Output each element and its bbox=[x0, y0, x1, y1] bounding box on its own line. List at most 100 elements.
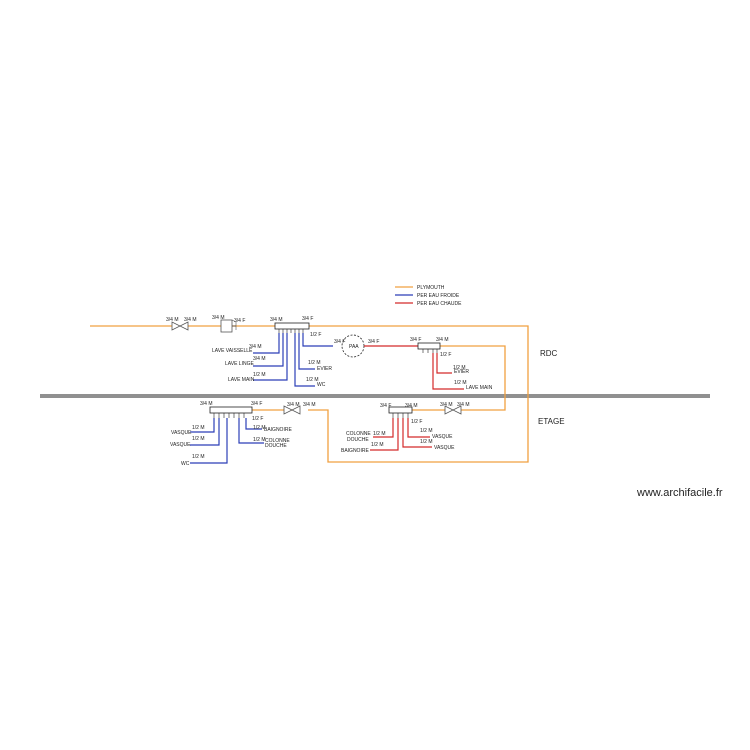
outlet-size: 1/2 M bbox=[192, 436, 205, 442]
size-label: 3/4 M bbox=[200, 401, 213, 407]
outlet-size: 1/2 M bbox=[192, 425, 205, 431]
size-label: 3/4 M bbox=[287, 402, 300, 408]
size-label: 1/2 F bbox=[440, 352, 451, 358]
outlet-size: 1/2 M bbox=[192, 454, 205, 460]
valve-icon bbox=[291, 405, 301, 415]
pipe-baignoire-hot bbox=[370, 418, 399, 451]
outlet-size: 1/2 M bbox=[306, 377, 319, 383]
plymouth-main-loop bbox=[308, 325, 529, 463]
outlet-name: VASQUE bbox=[171, 430, 192, 436]
manifold-body bbox=[388, 406, 413, 414]
outlet-name: WC bbox=[181, 461, 190, 467]
outlet-name: LAVE MAIN bbox=[228, 377, 255, 383]
size-label: 3/4 F bbox=[410, 337, 421, 343]
outlet-name: BAIGNOIRE bbox=[341, 448, 369, 454]
etage-hot-valve: 3/4 M 3/4 M bbox=[440, 402, 470, 415]
size-label: 1/2 F bbox=[252, 416, 263, 422]
pipe-wc-etage bbox=[190, 418, 228, 464]
outlet-name: DOUCHE bbox=[265, 443, 287, 449]
outlet-size: 1/2 M bbox=[420, 439, 433, 445]
outlet-name: COLONNE bbox=[265, 438, 290, 444]
pipe-vasque-1 bbox=[190, 418, 215, 433]
outlet-name: VASQUE bbox=[432, 434, 453, 440]
outlet-size: 1/2 M bbox=[253, 437, 266, 443]
manifold-body bbox=[209, 406, 253, 414]
outlet-size: 1/2 M bbox=[454, 380, 467, 386]
level-label-rdc: RDC bbox=[540, 349, 558, 358]
manifold-body bbox=[274, 322, 310, 330]
size-label: 3/4 M bbox=[436, 337, 449, 343]
pipe-to-heater bbox=[302, 333, 333, 347]
outlet-name: LAVE VAISSELLE bbox=[212, 348, 253, 354]
pipe-colonne-douche-hot bbox=[373, 418, 394, 438]
valve-icon bbox=[444, 405, 454, 415]
manifold-ports bbox=[213, 413, 245, 418]
legend-label-per-froide: PER EAU FROIDE bbox=[417, 293, 460, 299]
outlet-size: 1/2 M bbox=[253, 425, 266, 431]
outlet-size: 1/2 M bbox=[371, 442, 384, 448]
water-heater-label: PAA bbox=[349, 344, 359, 350]
outlet-size: 1/2 M bbox=[308, 360, 321, 366]
rdc-cold-manifold: 3/4 M 3/4 F 1/2 F bbox=[270, 316, 321, 338]
size-label: 3/4 M bbox=[405, 403, 418, 409]
size-label: 3/4 M bbox=[184, 317, 197, 323]
reducer-outline bbox=[231, 319, 237, 330]
size-label: 3/4 F bbox=[234, 318, 245, 324]
pipe-lave-vaisselle bbox=[253, 333, 280, 354]
outlet-size: 3/4 M bbox=[253, 356, 266, 362]
rdc-inlet-valve: 3/4 M 3/4 M bbox=[166, 317, 197, 331]
size-label: 1/2 F bbox=[310, 332, 321, 338]
manifold-ports bbox=[422, 349, 438, 353]
rdc-hot-manifold: 3/4 F 3/4 M 1/2 F bbox=[410, 337, 451, 358]
pipe-baignoire bbox=[245, 418, 262, 430]
size-label: 3/4 F bbox=[334, 339, 345, 345]
plymouth-pipes bbox=[90, 325, 529, 463]
outlet-name: EVIER bbox=[454, 369, 469, 375]
legend-label-per-chaude: PER EAU CHAUDE bbox=[417, 301, 462, 307]
pipe-evier-hot bbox=[436, 353, 452, 374]
pipe-lave-linge bbox=[253, 333, 284, 367]
pipe-vasque-hot-1 bbox=[407, 418, 430, 438]
pipe-evier bbox=[298, 333, 315, 370]
etage-cold-labels: VASQUE 1/2 M VASQUE 1/2 M WC 1/2 M BAIGN… bbox=[170, 425, 292, 467]
size-label: 3/4 M bbox=[212, 315, 225, 321]
size-label: 3/4 F bbox=[302, 316, 313, 322]
outlet-name: VASQUE bbox=[434, 445, 455, 451]
size-label: 3/4 M bbox=[303, 402, 316, 408]
outlet-name: WC bbox=[317, 382, 326, 388]
legend: PLYMOUTH PER EAU FROIDE PER EAU CHAUDE bbox=[395, 285, 462, 307]
size-label: 3/4 M bbox=[440, 402, 453, 408]
manifold-ports bbox=[392, 413, 409, 418]
pipe-colonne-douche bbox=[238, 418, 264, 444]
level-label-etage: ETAGE bbox=[538, 417, 565, 426]
size-label: 3/4 M bbox=[166, 317, 179, 323]
outlet-name: LAVE LINGE bbox=[225, 361, 254, 367]
outlet-name: EVIER bbox=[317, 366, 332, 372]
pipe-lave-main-hot bbox=[432, 353, 464, 390]
manifold-body bbox=[417, 342, 441, 350]
pipe-lave-main bbox=[253, 333, 288, 381]
reducer-body bbox=[220, 319, 233, 333]
rdc-hot-labels: EVIER 1/2 M LAVE MAIN 1/2 M bbox=[453, 365, 493, 391]
outlet-size: 1/2 M bbox=[420, 428, 433, 434]
size-label: 3/4 M bbox=[457, 402, 470, 408]
outlet-size: 1/2 M bbox=[453, 365, 466, 371]
size-label: 3/4 F bbox=[380, 403, 391, 409]
legend-label-plymouth: PLYMOUTH bbox=[417, 285, 445, 291]
outlet-name: VASQUE bbox=[170, 442, 191, 448]
rdc-reducer: 3/4 M 3/4 F bbox=[212, 315, 245, 333]
etage-hot-labels: COLONNE DOUCHE 1/2 M BAIGNOIRE 1/2 M VAS… bbox=[341, 428, 455, 454]
etage-cold-outlets bbox=[190, 418, 264, 464]
outlet-size: 3/4 M bbox=[249, 344, 262, 350]
manifold-ports bbox=[278, 329, 304, 333]
outlet-size: 1/2 M bbox=[373, 431, 386, 437]
size-label: 1/2 F bbox=[411, 419, 422, 425]
pipe-vasque-hot-2 bbox=[402, 418, 432, 448]
valve-icon bbox=[452, 405, 462, 415]
size-label: 3/4 F bbox=[368, 339, 379, 345]
valve-icon bbox=[179, 321, 189, 331]
rdc-cold-outlets bbox=[253, 333, 333, 387]
valve-icon bbox=[283, 405, 293, 415]
size-label: 3/4 M bbox=[270, 317, 283, 323]
